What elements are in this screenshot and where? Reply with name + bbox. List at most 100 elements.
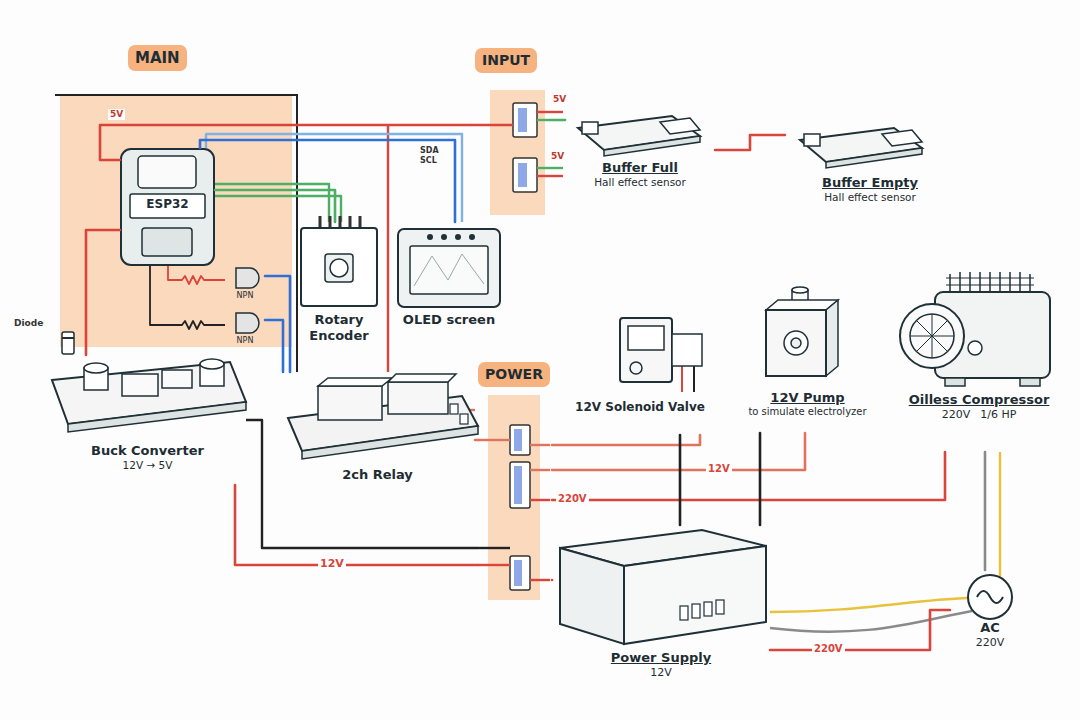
- relay-board: [460, 414, 468, 424]
- wire: [552, 433, 805, 470]
- component-label: ESP32: [120, 197, 215, 211]
- compressor-body: [910, 314, 954, 358]
- decor-wire: [537, 167, 563, 169]
- ac-source: AC220V: [950, 570, 1030, 665]
- power-connector-strip: [488, 395, 540, 600]
- component-label: AC: [950, 620, 1030, 636]
- npn-symbol: [236, 268, 259, 288]
- wire-label: 5V: [551, 94, 568, 105]
- component-label: 12V → 5V: [45, 459, 250, 472]
- oled-module: [427, 234, 433, 240]
- hall-sensor-board: [882, 130, 922, 146]
- component-label: Hall effect sensor: [565, 176, 715, 189]
- hall-sensor-board: [582, 122, 598, 134]
- compressor-body: [1020, 378, 1040, 386]
- component-label: 12V Solenoid Valve: [565, 400, 715, 414]
- esp32-board: [142, 228, 192, 256]
- buck-converter-board: [162, 370, 192, 388]
- compressor-body: [900, 304, 964, 368]
- air-compressor: Oilless Compressor220V1/6 HP: [893, 262, 1065, 452]
- wire: [235, 485, 478, 565]
- component-label: Oilless Compressor: [893, 392, 1065, 408]
- wire-label: 5V: [108, 109, 125, 120]
- pump-body: [826, 300, 838, 376]
- hall-sensor-board: [660, 118, 700, 134]
- main-panel-ground: [55, 95, 297, 372]
- component-label: Buffer Empty: [785, 175, 955, 191]
- label-group: 12V Solenoid Valve: [565, 400, 715, 414]
- decor-wire: [530, 469, 550, 471]
- component-label: Rotary Encoder: [298, 312, 380, 343]
- label-group: NPN: [225, 291, 265, 301]
- npn-transistor: NPN: [225, 310, 265, 350]
- component-label: 1/6 HP: [980, 408, 1016, 421]
- npn-transistor: NPN: [225, 265, 265, 305]
- wire: [679, 435, 682, 525]
- water-pump: 12V Pumpto simulate electrolyzer: [730, 285, 885, 433]
- section-title: MAIN: [128, 45, 187, 71]
- buck-converter-board: [68, 402, 246, 432]
- decor-wire: [999, 452, 1001, 577]
- input-connector-strip: [490, 90, 545, 215]
- power-connector-strip: [510, 462, 530, 508]
- diode-symbol: [62, 332, 74, 354]
- power-supply-box: [624, 546, 766, 644]
- label-group: Buffer EmptyHall effect sensor: [785, 175, 955, 203]
- decor-wire: [150, 266, 225, 329]
- wire: [86, 230, 120, 355]
- label-group: Buck Converter12V → 5V: [45, 443, 250, 471]
- decor-wire: [537, 175, 563, 177]
- label-group: 2ch Relay: [280, 467, 475, 483]
- decor-wire: [215, 196, 341, 222]
- label-group: Oilless Compressor220V1/6 HP: [893, 392, 1065, 421]
- power-supply-box: [560, 548, 624, 644]
- wire-label: 220V: [812, 643, 845, 655]
- power-panel: POWER: [478, 362, 552, 602]
- decor-wire: [530, 499, 550, 501]
- component-label: Buffer Full: [565, 160, 715, 176]
- component-label: Hall effect sensor: [785, 191, 955, 204]
- power-supply-box: [704, 602, 712, 616]
- input-connector-strip: [513, 158, 537, 192]
- wire: [552, 452, 945, 500]
- component-label: OLED screen: [393, 312, 505, 328]
- power-supply-box: [560, 530, 766, 644]
- relay-module: 2ch Relay: [280, 372, 475, 504]
- wire: [100, 125, 470, 160]
- relay-board: [450, 404, 458, 414]
- power-connector-strip: [510, 425, 530, 455]
- hall-sensor: Buffer EmptyHall effect sensor: [785, 115, 955, 220]
- decor-wire: [470, 124, 513, 126]
- component-label: NPN: [225, 291, 265, 301]
- label-group: OLED screen: [393, 312, 505, 328]
- wire-label: SDA SCL: [418, 146, 450, 165]
- compressor-body: [946, 278, 1034, 285]
- compressor-body: [968, 341, 982, 355]
- label-group: Power Supply12V: [552, 650, 770, 679]
- wire-label: 12V: [318, 557, 346, 570]
- power-connector-strip: [514, 466, 522, 504]
- component-label: NPN: [225, 336, 265, 346]
- pump-body: [766, 310, 826, 376]
- oled-module: [398, 229, 500, 307]
- decor-wire: [530, 444, 550, 446]
- decor-wire: [770, 611, 972, 632]
- input-connector-strip: [518, 108, 527, 132]
- power-supply-box: [692, 604, 700, 618]
- wire: [552, 435, 700, 445]
- relay-board: [302, 426, 478, 459]
- wire: [759, 433, 762, 525]
- oled-module: [410, 246, 488, 294]
- decor-wire: [206, 134, 462, 222]
- buck-converter-board: [122, 374, 158, 396]
- rotary-encoder-module: [301, 228, 377, 306]
- oled-module: [455, 234, 461, 240]
- power-connector-strip: [510, 556, 530, 590]
- annotation-label: Diode: [14, 318, 43, 329]
- esp32-module: ESP32: [120, 148, 215, 266]
- wire: [215, 190, 335, 222]
- power-supply-box: [680, 606, 688, 620]
- component-label: Buck Converter: [45, 443, 250, 459]
